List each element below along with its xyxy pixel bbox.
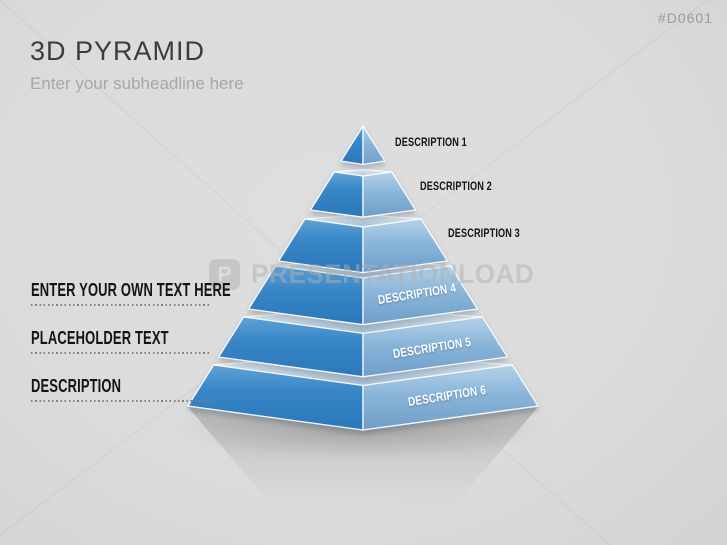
- text-placeholder-1-label: ENTER YOUR OWN TEXT HERE: [31, 280, 231, 300]
- level-3-label: DESCRIPTION 3: [448, 226, 520, 240]
- text-placeholder-2-label: PLACEHOLDER TEXT: [31, 328, 169, 348]
- slice-3-right-face: [362, 218, 449, 274]
- level-1-label: DESCRIPTION 1: [395, 135, 467, 149]
- text-placeholder-3: DESCRIPTION: [31, 376, 209, 402]
- slice-1-right-face: [362, 125, 386, 166]
- text-placeholder-3-label: DESCRIPTION: [31, 376, 122, 396]
- slice-1-left-face: [340, 125, 364, 166]
- pyramid-slice-1: [340, 125, 386, 166]
- slice-2-left-face: [309, 171, 364, 218]
- slice-2-right-face: [362, 171, 417, 218]
- text-placeholder-2: PLACEHOLDER TEXT: [31, 328, 222, 354]
- dotted-leader-line: [31, 351, 209, 354]
- pyramid-slice-3: [277, 213, 449, 274]
- dotted-leader-line: [31, 303, 209, 306]
- text-placeholder-1: ENTER YOUR OWN TEXT HERE: [31, 280, 309, 306]
- level-2-label: DESCRIPTION 2: [420, 179, 492, 193]
- template-code: #D0601: [657, 10, 713, 26]
- pyramid-reflection: [188, 407, 538, 508]
- slice-5-right-face: [362, 316, 509, 378]
- page-title: 3D PYRAMID: [30, 36, 206, 66]
- page-subtitle: Enter your subheadline here: [30, 74, 244, 93]
- pyramid-slice-2: [309, 168, 417, 218]
- slice-6-right-face: [362, 364, 539, 431]
- dotted-leader-line: [31, 399, 209, 402]
- slice-4-right-face: [362, 265, 479, 326]
